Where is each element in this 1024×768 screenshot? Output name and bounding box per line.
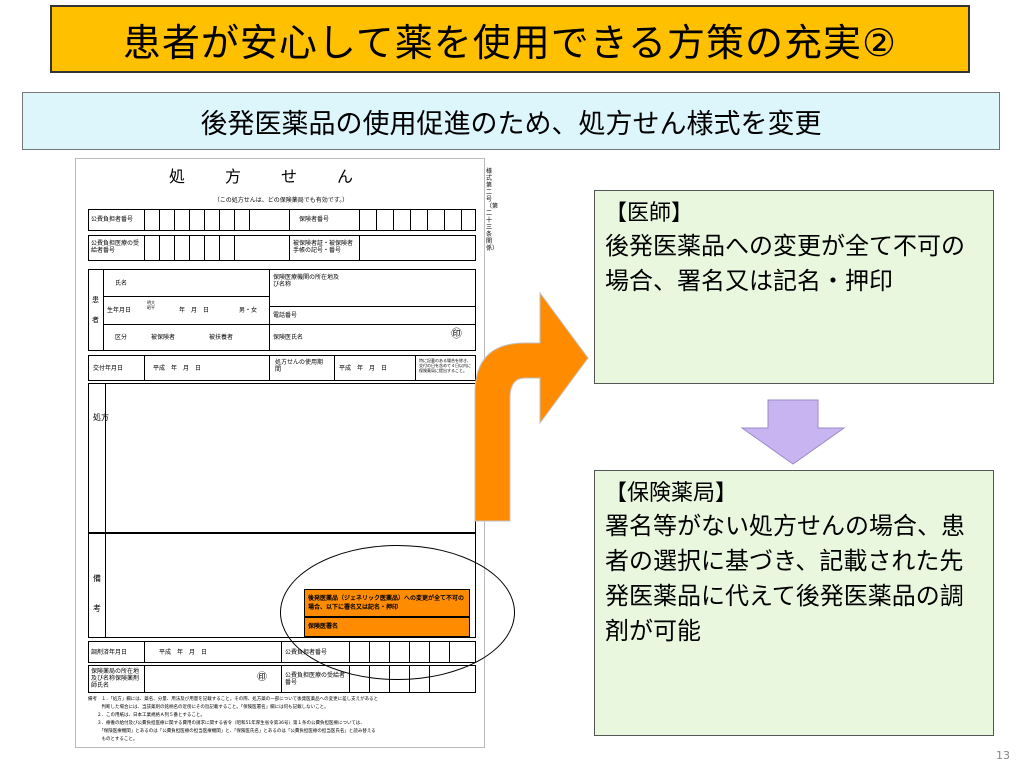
label-remarks: 備考 (93, 574, 101, 613)
label-institution: 保険医療機関の所在地及び名称 (273, 274, 340, 288)
form-footnotes: 備考 １．「処方」欄には、薬名、分量、用法及び用量を記載すること。その際、処方薬… (88, 696, 480, 744)
row-public-payer: 公費負担者番号 保険者番号 (88, 209, 476, 231)
subtitle-text: 後発医薬品の使用促進のため、処方せん様式を変更 (200, 108, 822, 140)
label-ymd: 年 月 日 (179, 307, 210, 314)
patient-block: 患者 氏名 生年月日 明大昭平 年 月 日 男・女 区分 被保険者 被扶養者 保… (88, 269, 476, 351)
doctor-box: 【医師】 後発医薬品への変更が全て不可の場合、署名又は記名・押印 (594, 190, 994, 384)
label-dispense-date: 調剤済年月日 (91, 649, 128, 656)
label-public-recipient: 公費負担医療の受給者番号 (91, 240, 140, 254)
row-recipient: 公費負担医療の受給者番号 被保険者証・被保険者手帳の記号・番号 (88, 235, 476, 261)
doctor-box-heading: 【医師】 (605, 201, 694, 226)
label-name: 氏名 (115, 280, 128, 287)
curved-arrow-icon (474, 291, 589, 522)
label-prescription: 処方 (93, 413, 109, 422)
label-sex: 男・女 (239, 307, 258, 314)
label-public-payer: 公費負担者番号 (91, 216, 134, 223)
down-arrow-icon (740, 399, 846, 465)
label-phone: 電話番号 (273, 312, 298, 319)
footnote-line: ３．療養の給付及び公費負担医療に関する費用の請求に関する省令（昭和51年厚生省令… (88, 721, 365, 726)
form-note: （この処方せんは、どの保険薬局でも有効です。） (213, 197, 349, 204)
label-category: 区分 (115, 334, 128, 341)
label-insurer: 保険者番号 (299, 216, 330, 223)
footnote-line: 備考 １．「処方」欄には、薬名、分量、用法及び用量を記載すること。その際、処方薬… (88, 697, 379, 702)
doctor-box-text: 後発医薬品への変更が全て不可の場合、署名又は記名・押印 (605, 232, 965, 295)
label-dispense-heisei: 平成 年 月 日 (159, 649, 208, 656)
label-public-recipient-2: 公費負担医療の受給者番号 (285, 672, 346, 686)
seal-mark-2: ㊞ (257, 672, 267, 683)
footnote-line: ２．この用紙は、日本工業規格Ａ列５番とすること。 (88, 713, 205, 718)
pharmacy-box-text: 署名等がない処方せんの場合、患者の選択に基づき、記載された先発医薬品に代えて後発… (605, 512, 965, 645)
label-issue-heisei: 平成 年 月 日 (153, 365, 202, 372)
label-valid-heisei: 平成 年 月 日 (339, 365, 388, 372)
label-valid-period: 処方せんの使用期間 (275, 359, 324, 373)
form-side-label: 様式第二号（第二十三条関係） (486, 168, 499, 252)
label-issue-date: 交付年月日 (93, 365, 124, 372)
label-dependent: 被扶養者 (209, 334, 234, 341)
label-birth: 生年月日 (107, 307, 132, 314)
prescription-area: 処方 (88, 383, 476, 533)
page-number: 13 (996, 749, 1010, 762)
row-issue-date: 交付年月日 平成 年 月 日 処方せんの使用期間 平成 年 月 日 特に記載のあ… (88, 355, 476, 381)
seal-mark: ㊞ (451, 327, 462, 340)
form-title: 処方せん (168, 167, 393, 186)
label-era: 明大昭平 (147, 300, 155, 310)
subtitle-box: 後発医薬品の使用促進のため、処方せん様式を変更 (22, 92, 1000, 150)
label-insured-person: 被保険者 (151, 334, 176, 341)
slide-title-box: 患者が安心して薬を使用できる方策の充実② (50, 5, 970, 73)
label-pharmacy: 保険薬局の所在地及び名称保険薬剤師氏名 (91, 668, 140, 689)
pharmacy-box: 【保険薬局】 署名等がない処方せんの場合、患者の選択に基づき、記載された先発医薬… (594, 470, 994, 736)
label-patient: 患者 (92, 296, 99, 324)
pharmacy-box-heading: 【保険薬局】 (605, 481, 738, 506)
footnote-line: 「保険医療機関」とあるのは「公費負担医療の担当医療機関」と、「保険医氏名」とある… (88, 729, 376, 734)
highlight-ellipse (280, 545, 515, 680)
label-doctor: 保険医氏名 (273, 334, 304, 341)
slide-title: 患者が安心して薬を使用できる方策の充実② (122, 20, 898, 65)
label-insured-card: 被保険者証・被保険者手帳の記号・番号 (293, 240, 354, 254)
label-valid-note: 特に記載のある場合を除き、交付の日を含めて４日以内に保険薬局に提出すること。 (419, 358, 471, 373)
footnote-line: ものとすること。 (88, 737, 138, 742)
footnote-line: 判断した場合には、当該薬剤の銘柄名の近傍にその旨記載すること。「保険医署名」欄に… (88, 705, 329, 710)
